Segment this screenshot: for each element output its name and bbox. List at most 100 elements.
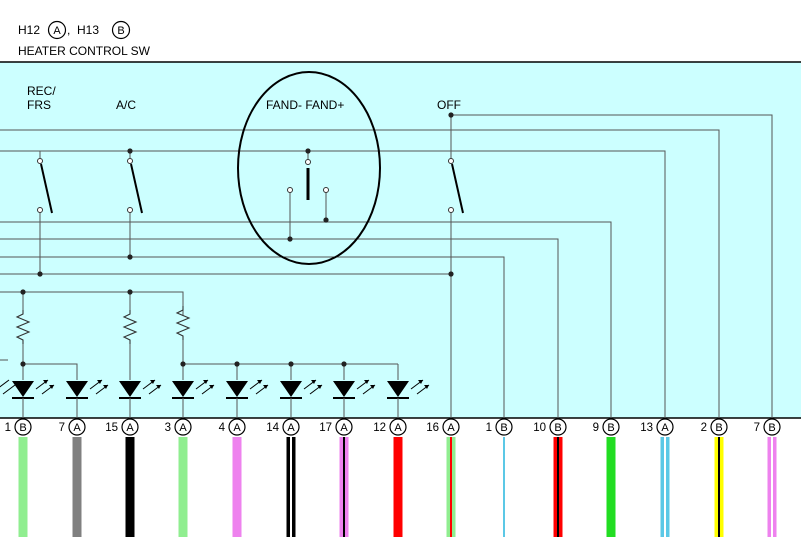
rec-frs-label-top: REC/: [27, 84, 56, 98]
pin-connector-badge-icon: [389, 418, 407, 436]
pin-connector-letter: B: [607, 422, 614, 434]
pin-number: 16: [426, 422, 439, 434]
connector-b-letter: B: [117, 25, 124, 37]
fan-switch-icon: [287, 159, 329, 200]
pin-number: 13: [640, 422, 653, 434]
fan-switch-highlight-ellipse: [237, 71, 381, 265]
junction-dot: [127, 254, 133, 260]
led-icon: [172, 379, 215, 418]
connector-a-id: H12: [18, 23, 40, 37]
connector-b-badge-icon: [111, 20, 131, 40]
pin-connector-badge-icon: [656, 418, 674, 436]
ac-switch-icon: [127, 158, 143, 214]
junction-dots: [20, 112, 454, 367]
component-body: [0, 61, 801, 419]
rec-frs-switch-icon: [37, 158, 53, 214]
pin-number: 12: [373, 422, 386, 434]
switches: [37, 71, 464, 265]
wire-pin-9b: [606, 437, 616, 537]
pin-connector-letter: A: [394, 422, 402, 434]
pin-connector-badge-icon: [174, 418, 192, 436]
junction-dot: [20, 361, 26, 367]
connector-header: H12 A , H13 B HEATER CONTROL SW: [18, 20, 151, 58]
pin-12-a: 12 A: [373, 418, 407, 436]
trace-led-supply: [0, 291, 184, 316]
junction-dot: [341, 361, 347, 367]
pin-connector-badge-icon: [228, 418, 246, 436]
pin-connector-letter: B: [715, 422, 722, 434]
led-icon: [119, 379, 162, 418]
trace-led-2-feed: [23, 363, 78, 380]
off-label: OFF: [437, 98, 461, 112]
resistor-1-icon: [15, 310, 31, 344]
pin-connector-badge-icon: [602, 418, 620, 436]
pin-connector-letter: A: [233, 422, 241, 434]
led-icon: [0, 379, 16, 395]
resistor-2-icon: [122, 310, 138, 344]
junction-dot: [127, 148, 133, 154]
trace-bus-to-pin-13a: [0, 150, 666, 418]
connector-pins: 1B7A15A3A4A14A17A12A16A1B10B9B13A2B7B1: [5, 418, 781, 436]
connector-a-letter: A: [53, 25, 61, 37]
led-icon: [333, 379, 376, 418]
junction-dot: [288, 361, 294, 367]
junction-dot: [287, 236, 293, 242]
pin-number: 4: [219, 422, 226, 434]
pin-number: 15: [105, 422, 118, 434]
resistor-3-icon: [175, 306, 191, 340]
trace-bus-to-pin-2b: [0, 129, 720, 418]
pin-connector-letter: A: [287, 422, 295, 434]
pin-connector-letter: B: [768, 422, 775, 434]
pin-number: 3: [165, 422, 171, 434]
pin-13-a: 13 A: [640, 418, 674, 436]
junction-dot: [323, 217, 329, 223]
ac-label: A/C: [116, 98, 136, 112]
wire-pin-3a: [178, 437, 188, 537]
wire-pin-7b: [767, 437, 777, 537]
pin-connector-badge-icon: [68, 418, 86, 436]
connector-a-badge-icon: [47, 20, 67, 40]
indicator-leds: [0, 379, 430, 418]
pin-connector-badge-icon: [442, 418, 460, 436]
led-icon: [66, 379, 109, 418]
led-icon: [226, 379, 269, 418]
pin-connector-badge-icon: [14, 418, 32, 436]
junction-dot: [234, 361, 240, 367]
led-icon: [280, 379, 323, 418]
wire-pin-13a: [660, 437, 670, 537]
connector-separator: ,: [67, 23, 70, 37]
wire-pin-1b: [499, 437, 509, 537]
pin-number: 2: [701, 422, 707, 434]
trace-ac-to-pin-1b: [0, 256, 505, 418]
junction-dot: [448, 112, 454, 118]
wire-pin-12a: [393, 437, 403, 537]
pin-connector-letter: B: [19, 422, 26, 434]
pin-connector-letter: A: [126, 422, 134, 434]
harness-wires: [18, 437, 777, 537]
pin-connector-badge-icon: [549, 418, 567, 436]
pin-connector-letter: A: [661, 422, 669, 434]
pin-connector-badge-icon: [282, 418, 300, 436]
junction-dot: [20, 289, 26, 295]
pin-connector-badge-icon: [763, 418, 781, 436]
wire-pin-7a: [72, 437, 82, 537]
trace-bus-to-pin-9b: [0, 221, 612, 418]
pin-number: 1: [5, 422, 11, 434]
pin-number: 7: [754, 422, 760, 434]
junction-dot: [37, 271, 43, 277]
rec-frs-label-bottom: FRS: [27, 98, 51, 112]
junction-dot: [305, 148, 311, 154]
trace-off-to-pin-7b: [451, 114, 773, 418]
pin-connector-badge-icon: [710, 418, 728, 436]
